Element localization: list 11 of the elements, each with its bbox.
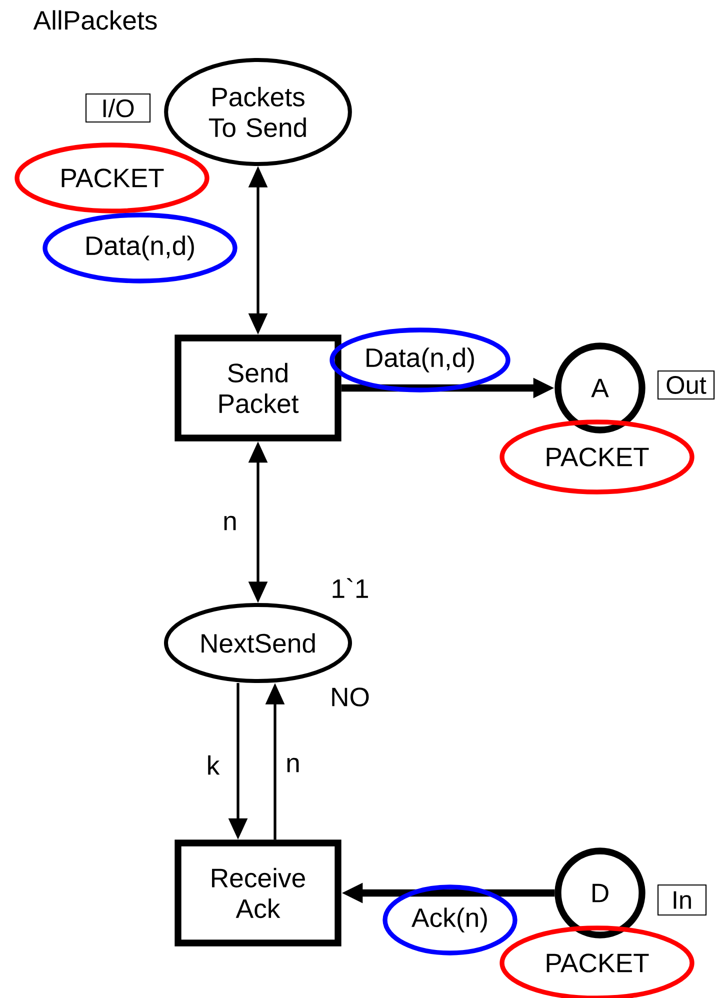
arc-inscription: n — [287, 758, 299, 772]
diagram-title: AllPackets — [33, 10, 157, 30]
transition-box: Receive Ack — [174, 840, 342, 946]
port-tag: Out — [657, 370, 715, 400]
port-tag: I/O — [85, 93, 151, 123]
arc-inscription: n — [224, 516, 236, 530]
transition-box: Send Packet — [174, 334, 342, 442]
initial-marking: 1`1 — [332, 578, 368, 598]
port-tag: In — [657, 884, 707, 916]
arc-inscription: k — [208, 755, 220, 775]
type-label: NO — [332, 688, 369, 706]
